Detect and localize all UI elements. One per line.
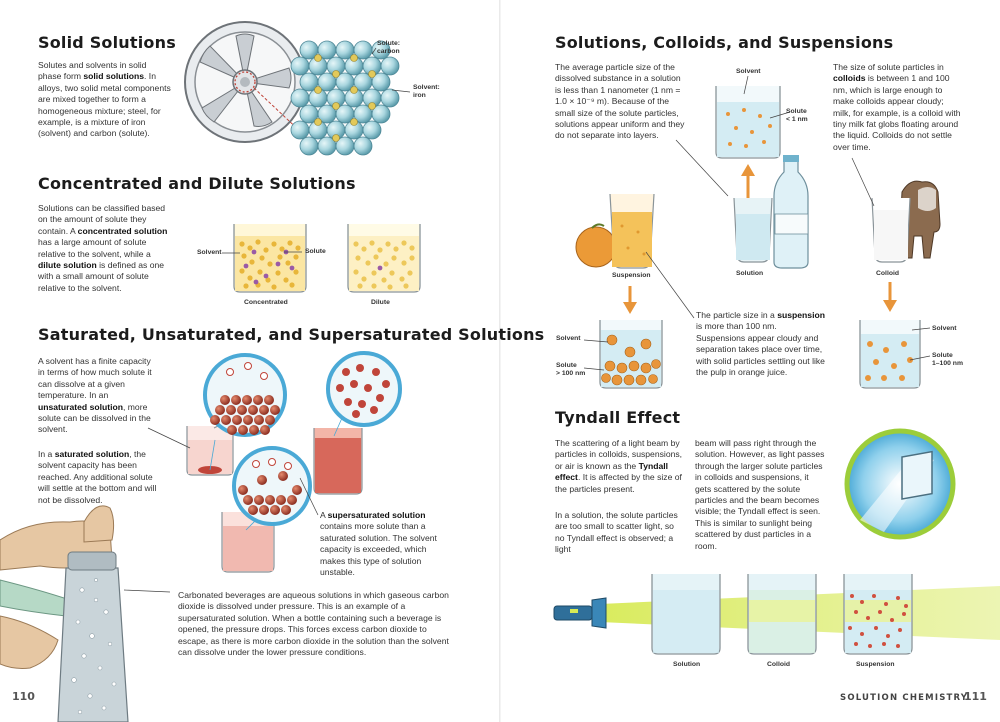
label-solute-carbon: Solute: carbon [377, 40, 417, 56]
label-solute-size-top: < 1 nm [786, 116, 808, 124]
solid-solutions-paragraph: Solutes and solvents in solid phase form… [38, 60, 172, 140]
carbonated-paragraph: Carbonated beverages are aqueous solutio… [178, 590, 452, 658]
up-arrow [741, 164, 755, 198]
saturated-paragraph: In a saturated solution, the solvent cap… [38, 449, 162, 506]
running-head: SOLUTION CHEMISTRY [840, 693, 968, 703]
down-arrow-suspension [623, 286, 637, 314]
tyndall-illustration [554, 574, 1000, 654]
tyndall-paragraph-1: The scattering of a light beam by partic… [555, 438, 685, 495]
supersaturated-beaker [314, 428, 362, 494]
dilute-beaker [348, 224, 420, 292]
solutions-paragraph: The average particle size of the dissolv… [555, 62, 687, 142]
label-suspension-solvent: Solvent [556, 335, 581, 343]
down-arrow-colloid [883, 282, 897, 312]
iron-carbon-lattice [291, 41, 410, 155]
tyndall-caption-solution: Solution [673, 661, 700, 669]
caption-dilute: Dilute [371, 299, 390, 307]
unsaturated-paragraph: A solvent has a finite capacity in terms… [38, 356, 158, 436]
suspension-paragraph: The particle size in a suspension is mor… [696, 310, 826, 378]
saturated-heading: Saturated, Unsaturated, and Supersaturat… [38, 325, 544, 344]
label-suspension-solute-size: > 100 nm [556, 370, 585, 378]
supersaturated-zoom-circle [328, 353, 400, 436]
caption-suspension: Suspension [612, 272, 651, 280]
sunlight-window-illustration [847, 431, 953, 537]
caption-colloid: Colloid [876, 270, 899, 278]
supersaturated-paragraph: A supersaturated solution contains more … [320, 510, 450, 578]
tyndall-caption-suspension: Suspension [856, 661, 895, 669]
label-solute-top: Solute [786, 108, 807, 116]
concentrated-beaker [222, 224, 306, 292]
page-number-left: 110 [12, 690, 35, 703]
tyndall-heading: Tyndall Effect [555, 408, 680, 427]
solid-solutions-heading: Solid Solutions [38, 33, 176, 52]
milk-glass-and-cow [872, 181, 940, 262]
concentrated-paragraph: Solutions can be classified based on the… [38, 203, 170, 294]
orange-juice-glass [576, 194, 654, 268]
label-solvent-iron: Solvent: iron [413, 84, 453, 100]
colloid-beaker [860, 320, 930, 388]
tyndall-paragraph-2: In a solution, the solute particles are … [555, 510, 685, 556]
page-number-right: 111 [964, 690, 987, 703]
caption-solution: Solution [736, 270, 763, 278]
solution-beaker-top [716, 76, 790, 158]
label-solvent: Solvent [197, 249, 222, 257]
concentrated-heading: Concentrated and Dilute Solutions [38, 174, 356, 193]
label-colloid-solvent: Solvent [932, 325, 957, 333]
tyndall-paragraph-3: beam will pass right through the solutio… [695, 438, 825, 552]
label-colloid-solute: Solute [932, 352, 953, 360]
tyndall-caption-colloid: Colloid [767, 661, 790, 669]
flashlight-icon [554, 598, 606, 628]
suspension-beaker [584, 320, 662, 388]
scs-heading: Solutions, Colloids, and Suspensions [555, 33, 893, 52]
label-suspension-solute: Solute [556, 362, 577, 370]
label-solvent-top: Solvent [736, 68, 761, 76]
label-colloid-solute-size: 1–100 nm [932, 360, 963, 368]
label-solute: Solute [305, 248, 326, 256]
caption-concentrated: Concentrated [244, 299, 288, 307]
colloids-paragraph: The size of solute particles in colloids… [833, 62, 963, 153]
